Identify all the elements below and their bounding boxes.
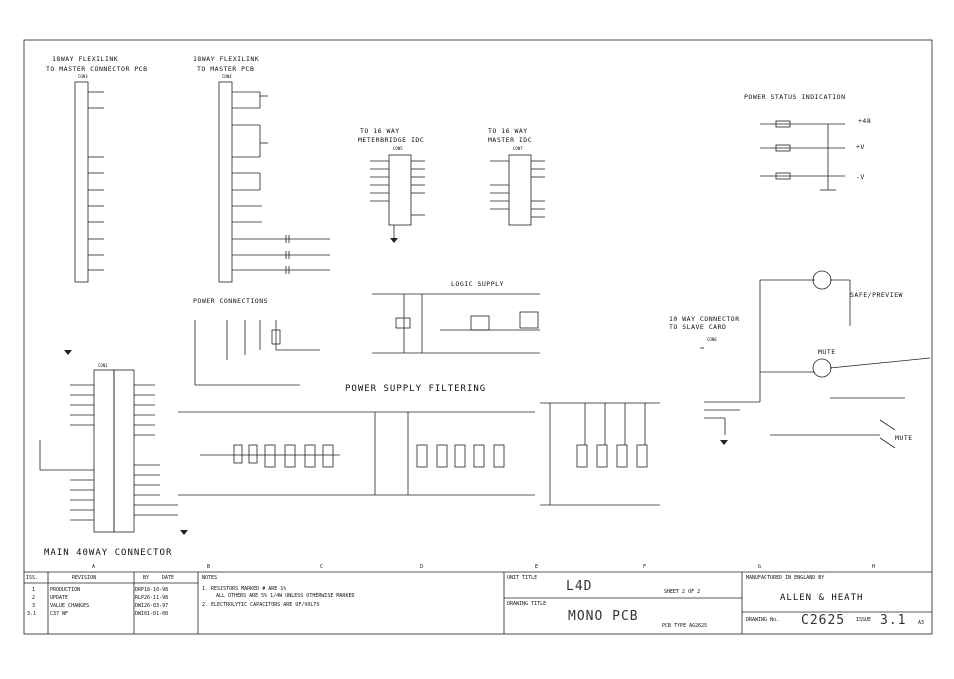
- grid-col-h: H: [872, 564, 876, 570]
- grid-col-d: D: [420, 564, 424, 570]
- drawing-title-label: DRAWING TITLE: [507, 601, 547, 607]
- issue-number: 3.1: [880, 613, 907, 628]
- manufacturer-name: ALLEN & HEATH: [780, 593, 864, 603]
- header-revision: REVISION: [72, 575, 97, 581]
- mute-switch-label: MUTE: [895, 434, 913, 442]
- manufacturer-label: MANUFACTURED IN ENGLAND BY: [746, 575, 825, 581]
- rev-iss-2: 2: [32, 595, 36, 601]
- power-status-title: POWER STATUS INDICATION: [744, 93, 846, 101]
- logic-supply-title: LOGIC SUPPLY: [451, 280, 504, 288]
- meterbridge-subtitle: METERBRIDGE IDC: [358, 136, 425, 144]
- connector2-subtitle: TO MASTER PCB: [197, 65, 255, 73]
- master-idc-ref: CON7: [513, 146, 523, 151]
- issue-label: ISSUE: [856, 617, 872, 623]
- connector2-ref: CON4: [222, 74, 232, 79]
- grid-col-b: B: [207, 564, 211, 570]
- grid-col-e: E: [535, 564, 539, 570]
- rev-iss-1: 1: [32, 587, 36, 593]
- main-connector-label: MAIN 40WAY CONNECTOR: [44, 548, 173, 558]
- main-connector-ref: CON1: [98, 363, 108, 368]
- grid-col-c: C: [320, 564, 324, 570]
- rev-date-2: RLP26-11-98: [135, 595, 169, 601]
- slave-connector-title: 10 WAY CONNECTOR: [669, 315, 740, 323]
- rev-text-4: C37 NF: [50, 611, 69, 617]
- drawing-title: MONO PCB: [568, 609, 639, 624]
- header-by: BY: [143, 575, 150, 581]
- connector1-ref: CON3: [78, 74, 88, 79]
- pcb-type: PCB TYPE AG2625: [662, 623, 708, 629]
- drawing-no: C2625: [801, 613, 846, 628]
- rev-iss-3: 3: [32, 603, 36, 609]
- rail-label-pos-v: +V: [856, 143, 865, 151]
- note-1: 1. RESISTORS MARKED # ARE 1%: [202, 586, 287, 592]
- master-idc-subtitle: MASTER IDC: [488, 136, 533, 144]
- rev-date-4: DWI01-01-00: [135, 611, 169, 617]
- power-connections-title: POWER CONNECTIONS: [193, 297, 269, 305]
- rail-label-48: +48: [858, 117, 872, 125]
- grid-col-f: F: [643, 564, 647, 570]
- connector2-title: 18WAY FLEXILINK: [193, 55, 260, 63]
- sheet-number: SHEET 2 OF 2: [664, 589, 701, 595]
- connector1-title: 18WAY FLEXILINK: [52, 55, 119, 63]
- rev-date-3: DWI26-03-97: [135, 603, 169, 609]
- mute-label: MUTE: [818, 348, 836, 356]
- rev-text-1: PRODUCTION: [50, 587, 81, 593]
- header-iss: ISS.: [26, 575, 39, 581]
- master-idc-title: TO 16 WAY: [488, 127, 528, 135]
- meterbridge-ref: CON5: [393, 146, 403, 151]
- connector1-subtitle: TO MASTER CONNECTOR PCB: [46, 65, 148, 73]
- slave-connector-ref: CON6: [707, 337, 717, 342]
- rev-text-3: VALUE CHANGES: [50, 603, 90, 609]
- rev-text-2: UPDATE: [50, 595, 69, 601]
- unit-title: L4D: [566, 579, 593, 594]
- header-date: DATE: [162, 575, 175, 581]
- header-notes: NOTES: [202, 575, 218, 581]
- rev-iss-4: 3.1: [27, 611, 37, 617]
- unit-title-label: UNIT TITLE: [507, 575, 538, 581]
- safe-preview-label: SAFE/PREVIEW: [850, 291, 903, 299]
- power-filtering-title: POWER SUPPLY FILTERING: [345, 384, 487, 394]
- grid-col-g: G: [758, 564, 762, 570]
- slave-connector-subtitle: TO SLAVE CARD: [669, 323, 727, 331]
- meterbridge-title: TO 16 WAY: [360, 127, 400, 135]
- note-1b: ALL OTHERS ARE 5% 1/4W UNLESS OTHERWISE …: [216, 593, 355, 599]
- rev-date-1: DRP18-10-98: [135, 587, 169, 593]
- drawing-no-label: DRAWING No.: [746, 617, 780, 623]
- grid-col-a: A: [92, 564, 96, 570]
- sheet-size: A3: [918, 620, 925, 626]
- note-2: 2. ELECTROLYTIC CAPACITORS ARE UF/VOLTS: [202, 602, 320, 608]
- rail-label-neg-v: -V: [856, 173, 865, 181]
